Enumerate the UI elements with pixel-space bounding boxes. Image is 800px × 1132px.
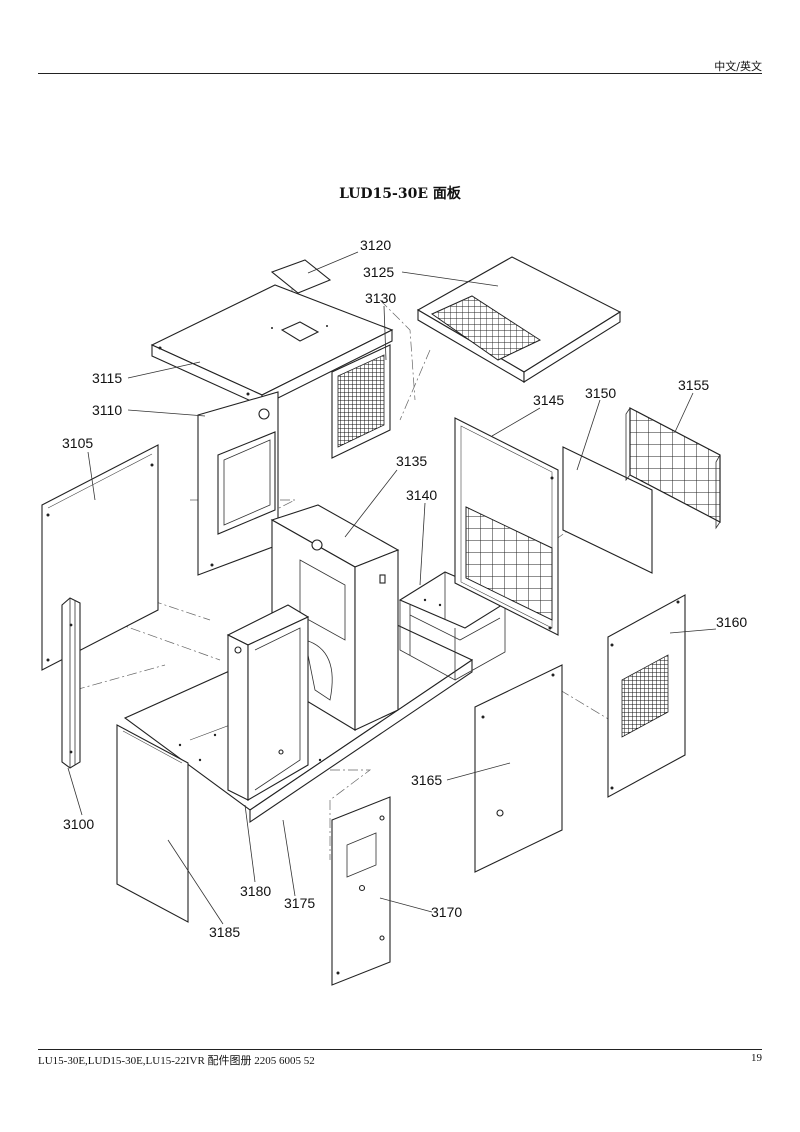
part-3145-grille-door bbox=[454, 417, 559, 636]
label-3140: 3140 bbox=[406, 487, 437, 503]
label-3100: 3100 bbox=[63, 816, 94, 832]
footer-document-reference: LU15-30E,LUD15-30E,LU15-22IVR 配件图册 2205 … bbox=[38, 1055, 315, 1067]
label-3160: 3160 bbox=[716, 614, 747, 630]
label-3105: 3105 bbox=[62, 435, 93, 451]
part-3155-wire-grille bbox=[625, 407, 721, 530]
page-number: 19 bbox=[751, 1052, 762, 1064]
header-rule bbox=[38, 73, 762, 74]
part-3110-front-upper-panel bbox=[197, 391, 279, 576]
part-3125-top-grille-panel bbox=[416, 256, 622, 383]
part-3105-left-side-panel bbox=[41, 444, 159, 671]
label-3180: 3180 bbox=[240, 883, 271, 899]
part-3130-side-grille bbox=[331, 344, 391, 459]
leader-lines bbox=[67, 251, 717, 925]
label-3110: 3110 bbox=[92, 402, 122, 418]
label-3150: 3150 bbox=[585, 385, 616, 401]
label-3175: 3175 bbox=[284, 895, 315, 911]
footer-rule bbox=[38, 1049, 762, 1050]
label-3185: 3185 bbox=[209, 924, 240, 940]
part-3100-vertical-rail bbox=[61, 597, 81, 769]
label-3115: 3115 bbox=[92, 370, 122, 386]
label-3120: 3120 bbox=[360, 237, 391, 253]
part-3115-top-frame bbox=[150, 284, 394, 407]
part-3120-cover-plate bbox=[270, 259, 332, 294]
part-3185-left-door bbox=[116, 724, 189, 923]
label-3130: 3130 bbox=[365, 290, 396, 306]
part-3150-filter-pane bbox=[562, 446, 653, 574]
part-3180-column-box bbox=[226, 604, 310, 801]
part-3170-control-door bbox=[331, 796, 391, 986]
label-3145: 3145 bbox=[533, 392, 564, 408]
label-3125: 3125 bbox=[363, 264, 394, 280]
header-language-label: 中文/英文 bbox=[714, 60, 762, 73]
part-3160-right-panel bbox=[607, 594, 686, 798]
label-3165: 3165 bbox=[411, 772, 442, 788]
label-3155: 3155 bbox=[678, 377, 709, 393]
page-title: LUD15-30E 面板 bbox=[339, 186, 461, 202]
label-3135: 3135 bbox=[396, 453, 427, 469]
part-3165-front-panel bbox=[474, 664, 563, 873]
label-3170: 3170 bbox=[431, 904, 462, 920]
